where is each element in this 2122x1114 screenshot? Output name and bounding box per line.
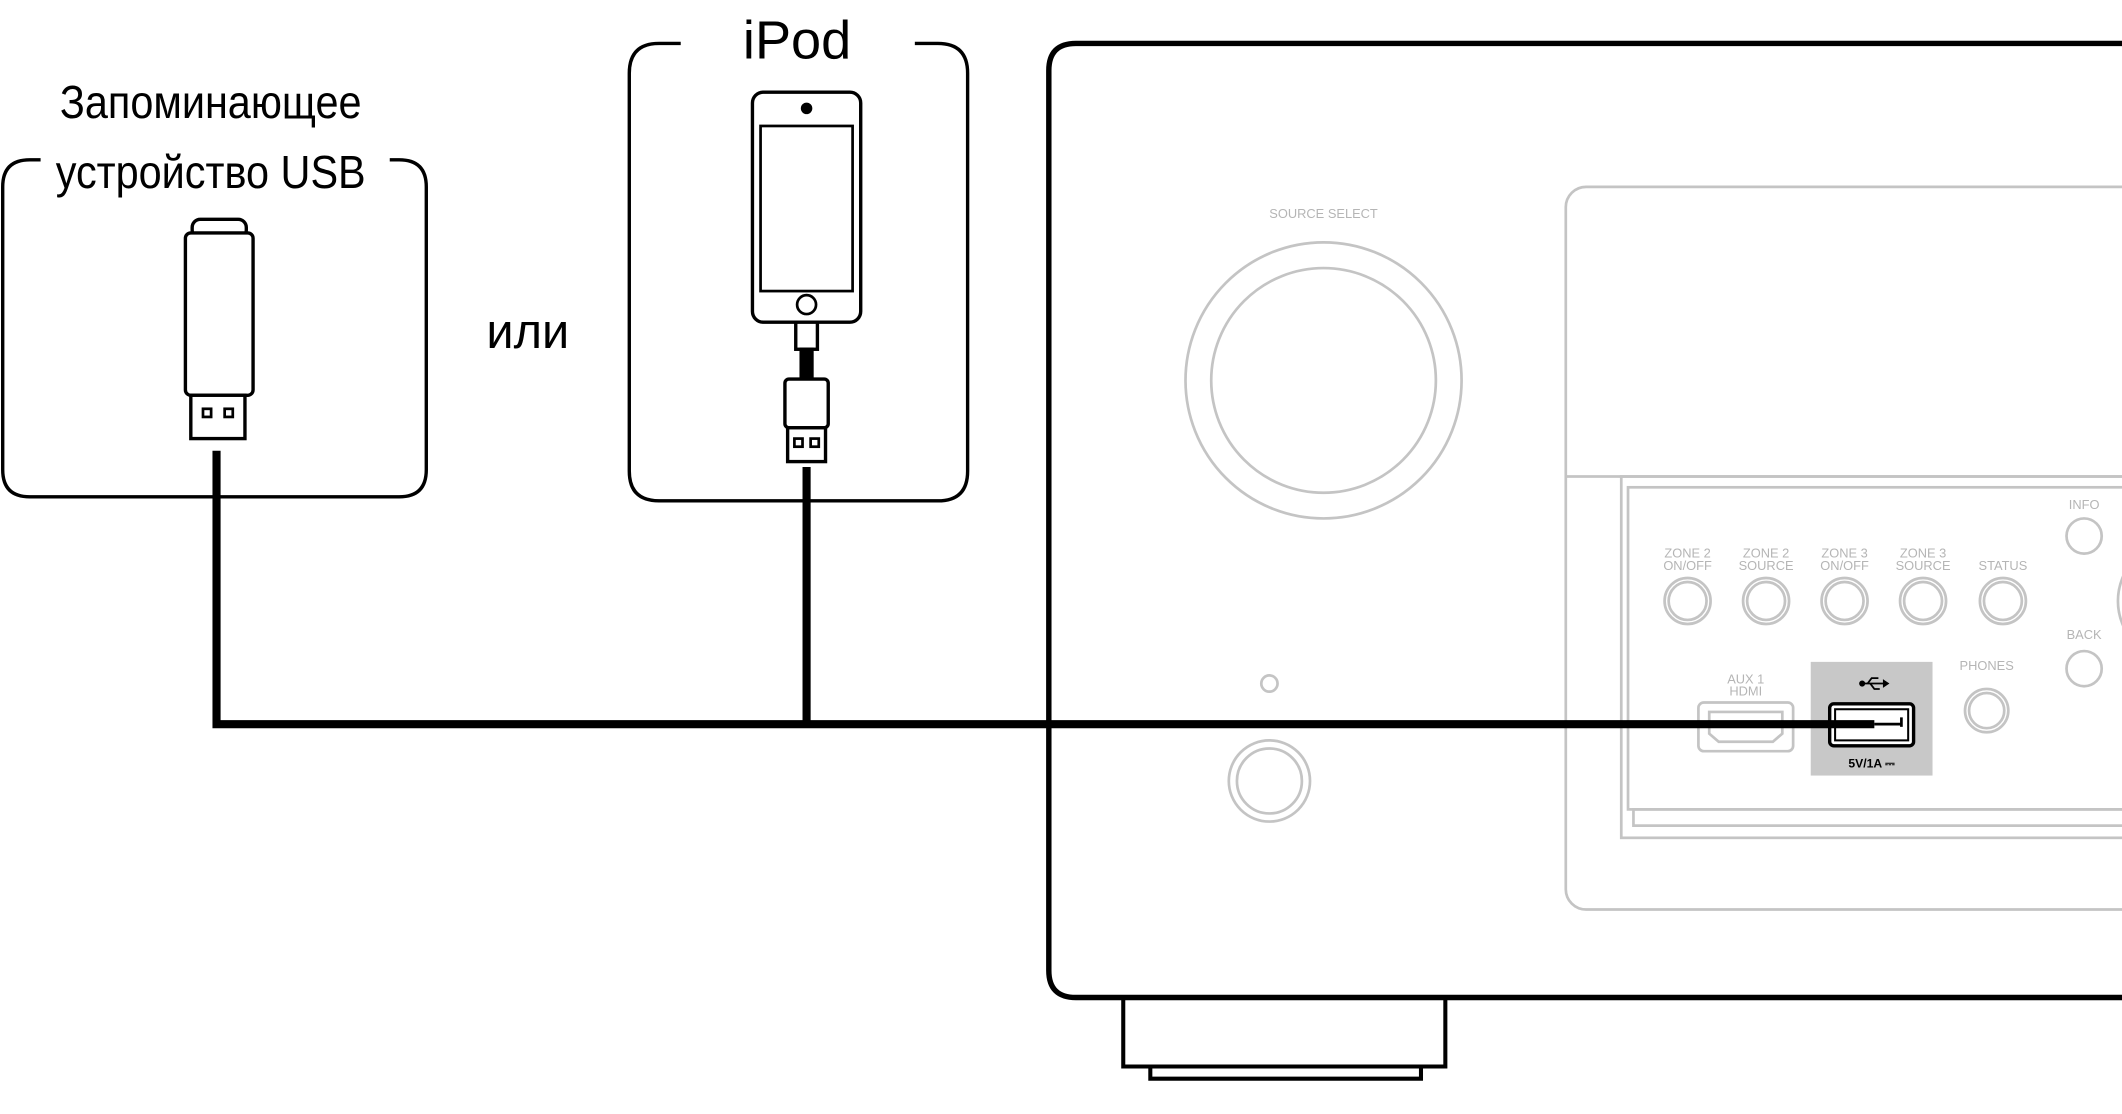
ipod-frame — [627, 41, 970, 503]
usb-symbol-icon — [1859, 677, 1890, 690]
svg-text:ZONE 3: ZONE 3 — [1900, 546, 1946, 561]
zone2-onoff-button[interactable]: ZONE 2 ON/OFF — [1663, 546, 1712, 626]
source-select-knob[interactable] — [1184, 241, 1463, 520]
svg-text:ZONE 3: ZONE 3 — [1821, 546, 1867, 561]
usb-stick-icon — [183, 217, 255, 441]
usb-device-title-line1: Запоминающее — [60, 77, 362, 129]
usb-device-group: Запоминающее устройство USB — [1, 77, 428, 499]
receiver-foot-plate — [1148, 1066, 1424, 1081]
back-button[interactable]: BACK — [2065, 627, 2104, 688]
ipod-icon — [750, 90, 863, 464]
av-receiver: SOURCE SELECT ZONE 2 ON/OFF ZONE 2 SOURC… — [1046, 40, 2122, 1081]
zone3-source-button[interactable]: ZONE 3 SOURCE — [1896, 546, 1951, 626]
source-select-label: SOURCE SELECT — [1269, 206, 1378, 221]
receiver-foot — [1121, 997, 1448, 1069]
svg-text:ON/OFF: ON/OFF — [1663, 558, 1712, 573]
svg-text:HDMI: HDMI — [1729, 684, 1762, 699]
display-panel — [1564, 185, 2122, 911]
phones-jack: PHONES — [1960, 658, 2014, 734]
usb-port-area: 5V/1A ⎓ — [1810, 661, 1933, 776]
svg-text:ZONE 2: ZONE 2 — [1743, 546, 1789, 561]
svg-text:SOURCE: SOURCE — [1739, 558, 1794, 573]
info-button[interactable]: INFO — [2065, 497, 2104, 555]
svg-text:ZONE 2: ZONE 2 — [1664, 546, 1710, 561]
zone2-source-button[interactable]: ZONE 2 SOURCE — [1739, 546, 1794, 626]
svg-text:PHONES: PHONES — [1960, 658, 2014, 673]
power-button[interactable] — [1227, 739, 1312, 823]
zone3-onoff-button[interactable]: ZONE 3 ON/OFF — [1820, 546, 1869, 626]
svg-text:SOURCE: SOURCE — [1896, 558, 1951, 573]
svg-text:ON/OFF: ON/OFF — [1820, 558, 1869, 573]
ipod-group: iPod — [627, 10, 970, 503]
svg-text:AUX 1: AUX 1 — [1727, 672, 1764, 687]
ipod-title: iPod — [743, 10, 851, 70]
zone-buttons: ZONE 2 ON/OFF ZONE 2 SOURCE ZONE 3 ON/OF… — [1663, 546, 2028, 626]
usb-device-title-line2: устройство USB — [56, 147, 366, 199]
svg-text:STATUS: STATUS — [1979, 558, 2028, 573]
svg-text:BACK: BACK — [2067, 627, 2102, 642]
cursor-dial[interactable] — [2116, 540, 2122, 662]
or-label: или — [486, 305, 569, 359]
usb-rating-label: 5V/1A ⎓ — [1848, 756, 1895, 770]
usb-cable — [212, 450, 1903, 729]
status-button[interactable]: STATUS — [1979, 558, 2028, 626]
svg-text:INFO: INFO — [2069, 497, 2100, 512]
power-led — [1259, 674, 1279, 694]
